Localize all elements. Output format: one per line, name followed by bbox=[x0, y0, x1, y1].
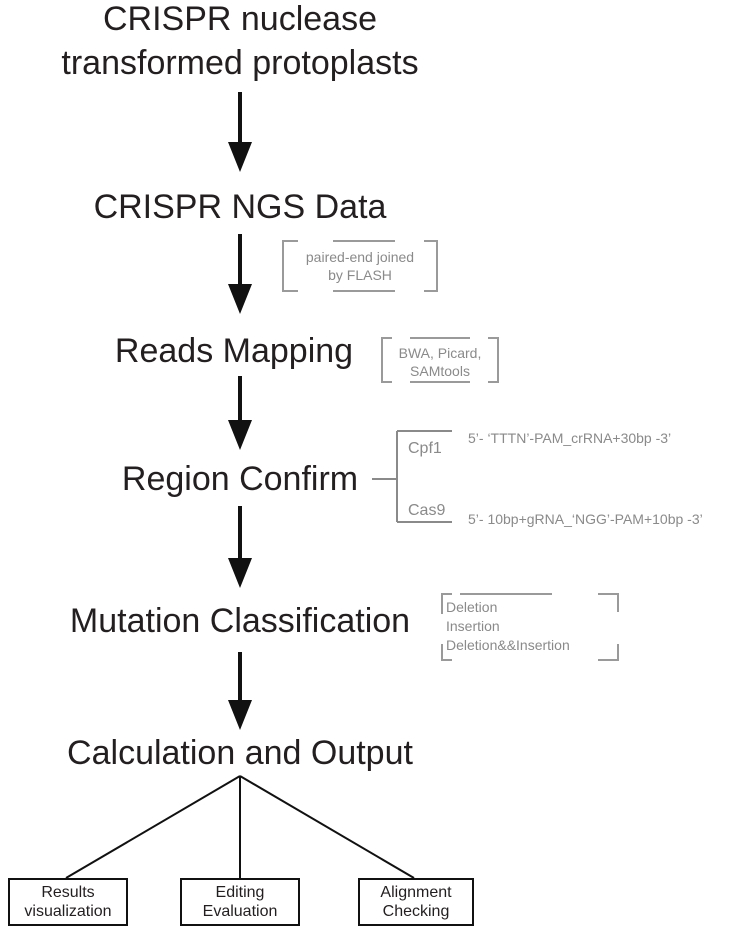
step-crispr-nuclease-line1: CRISPR nuclease bbox=[102, 0, 378, 38]
output-editing-line2: Evaluation bbox=[202, 903, 278, 920]
step-mutation-classification: Mutation Classification bbox=[69, 602, 411, 640]
output-branches bbox=[65, 775, 415, 879]
output-editing-line1: Editing bbox=[215, 884, 265, 901]
output-results-line2: visualization bbox=[24, 903, 112, 920]
mapping-note-bracket bbox=[381, 337, 499, 383]
note-cas9-label: Cas9 bbox=[408, 502, 446, 519]
step-crispr-ngs-data: CRISPR NGS Data bbox=[93, 188, 387, 226]
flash-note-bracket bbox=[282, 240, 438, 292]
arrow-5 bbox=[228, 652, 252, 730]
note-flash-line2: by FLASH bbox=[328, 267, 392, 283]
note-cas9-region: 5’- 10bp+gRNA_‘NGG’-PAM+10bp -3’ bbox=[468, 511, 703, 527]
step-calculation-output: Calculation and Output bbox=[67, 734, 413, 772]
note-flash-line1: paired-end joined bbox=[305, 249, 415, 265]
output-results-visualization: Results visualization bbox=[8, 878, 128, 926]
note-mutation-both: Deletion&&Insertion bbox=[446, 637, 570, 653]
note-mutation-insertion: Insertion bbox=[446, 618, 500, 634]
arrow-3 bbox=[228, 376, 252, 450]
note-mapping-line2: SAMtools bbox=[410, 363, 470, 379]
note-mapping-line1: BWA, Picard, bbox=[398, 345, 482, 361]
output-alignment-line2: Checking bbox=[382, 903, 450, 920]
output-editing-evaluation: Editing Evaluation bbox=[180, 878, 300, 926]
note-mutation-deletion: Deletion bbox=[446, 599, 498, 615]
arrow-4 bbox=[228, 506, 252, 588]
step-reads-mapping: Reads Mapping bbox=[114, 332, 354, 370]
mutation-note-bracket bbox=[441, 593, 619, 661]
output-results-line1: Results bbox=[41, 884, 95, 901]
arrow-2 bbox=[228, 234, 252, 314]
step-crispr-nuclease-line2: transformed protoplasts bbox=[61, 44, 419, 82]
note-cpf1-region: 5’- ‘TTTN’-PAM_crRNA+30bp -3’ bbox=[468, 430, 672, 446]
output-alignment-checking: Alignment Checking bbox=[358, 878, 474, 926]
note-cpf1-label: Cpf1 bbox=[408, 440, 442, 457]
arrow-1 bbox=[228, 92, 252, 172]
step-region-confirm: Region Confirm bbox=[121, 460, 359, 498]
output-alignment-line1: Alignment bbox=[380, 884, 452, 901]
region-confirm-tree bbox=[372, 430, 452, 523]
